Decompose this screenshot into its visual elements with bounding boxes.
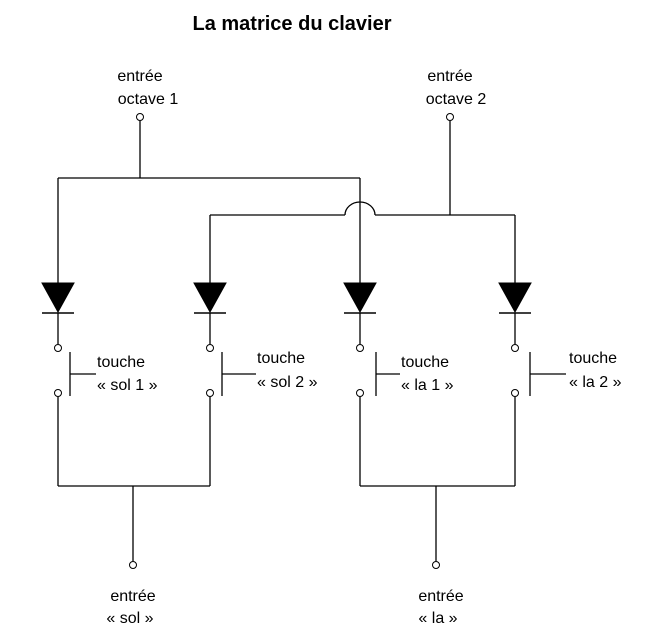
- input-sol-label-line2: « sol »: [106, 610, 153, 627]
- terminal-octave-1: [136, 113, 144, 121]
- input-sol-label-line1: entrée: [110, 588, 155, 605]
- key-3-label-line2: « la 1 »: [401, 377, 454, 394]
- octave-2-bus: [209, 121, 516, 285]
- terminal-octave-2: [446, 113, 454, 121]
- la-output-bus: [359, 397, 516, 561]
- key-4-label-line1: touche: [569, 350, 617, 367]
- key-1-label-line2: « sol 1 »: [97, 377, 158, 394]
- input-octave-2-label-line1: entrée: [427, 68, 472, 85]
- key-switch-sol-2: [206, 344, 256, 397]
- input-la-label-line2: « la »: [418, 610, 457, 627]
- diode-4: [498, 282, 532, 344]
- diode-3: [343, 282, 377, 344]
- key-2-label-line1: touche: [257, 350, 305, 367]
- key-3-label-line1: touche: [401, 354, 449, 371]
- diode-1: [41, 282, 75, 344]
- octave-1-bus: [57, 121, 361, 285]
- key-switch-la-1: [356, 344, 400, 397]
- key-2-label-line2: « sol 2 »: [257, 374, 318, 391]
- input-la-label-line1: entrée: [418, 588, 463, 605]
- key-switch-la-2: [511, 344, 566, 397]
- input-octave-1-label-line2: octave 1: [118, 91, 179, 108]
- sol-output-bus: [57, 397, 211, 561]
- wire-crossover-hop: [344, 201, 376, 216]
- diode-2: [193, 282, 227, 344]
- terminal-la: [432, 561, 440, 569]
- key-1-label-line1: touche: [97, 354, 145, 371]
- terminal-sol: [129, 561, 137, 569]
- key-4-label-line2: « la 2 »: [569, 374, 622, 391]
- input-octave-2-label-line2: octave 2: [426, 91, 487, 108]
- input-octave-1-label-line1: entrée: [117, 68, 162, 85]
- key-switch-sol-1: [54, 344, 96, 397]
- diagram-title: La matrice du clavier: [193, 13, 392, 35]
